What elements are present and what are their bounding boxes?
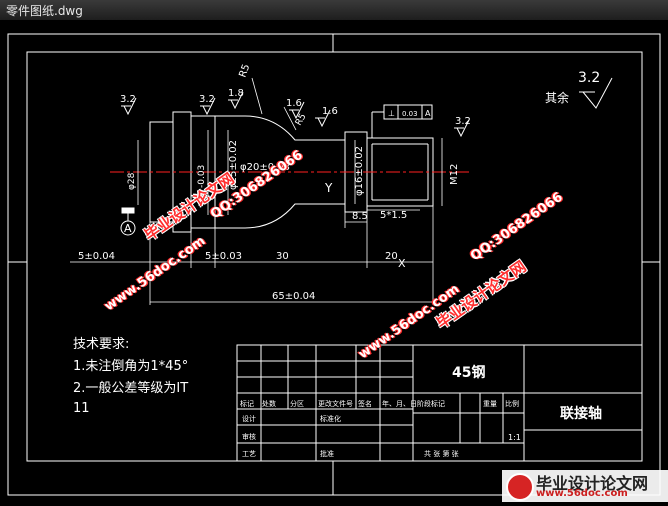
general-roughness-value: 3.2 bbox=[578, 70, 600, 86]
dim-8-5: 8.5 bbox=[352, 211, 368, 222]
datum-a-label: A bbox=[124, 222, 132, 235]
dimension-lines bbox=[70, 77, 443, 305]
tb-label-0: 标记 bbox=[240, 399, 254, 408]
r5-top: R5 bbox=[237, 63, 252, 79]
rough-label-1: 3.2 bbox=[120, 94, 136, 105]
logo-badge-icon bbox=[506, 473, 534, 501]
title-block bbox=[236, 344, 643, 462]
tb-ratio: 比例 bbox=[505, 399, 519, 408]
r5-side: R5 bbox=[294, 112, 309, 127]
datum-y-label: Y bbox=[324, 181, 333, 195]
rough-label-3: 1.8 bbox=[228, 88, 244, 99]
outer-sheet-border bbox=[7, 33, 661, 496]
material: 45钢 bbox=[452, 364, 485, 381]
tb-label-2: 分区 bbox=[290, 399, 304, 408]
tb-process: 工艺 bbox=[242, 450, 256, 458]
rough-label-5: 1.6 bbox=[322, 106, 338, 117]
tb-label-5: 年、月、日 bbox=[382, 399, 417, 408]
window-titlebar: 零件图纸.dwg bbox=[0, 0, 668, 21]
tech-title: 技术要求: bbox=[73, 337, 129, 352]
tol-symbol: ⊥ bbox=[388, 109, 395, 118]
dim-phi-16: φ16±0.02 bbox=[354, 146, 365, 196]
rough-label-6: 3.2 bbox=[455, 116, 471, 127]
part-name: 联接轴 bbox=[560, 405, 602, 422]
site-logo: 毕业设计论文网 www.56doc.com bbox=[506, 470, 664, 501]
drawing-canvas[interactable]: 3.2 3.2 1.8 1.6 1.6 3.2 3.2 其余 R5 R5 φ28… bbox=[0, 20, 668, 502]
roughness-symbols bbox=[121, 77, 613, 138]
logo-url: www.56doc.com bbox=[536, 488, 628, 499]
tb-sheet: 共 张 第 张 bbox=[424, 449, 459, 458]
window-title: 零件图纸.dwg bbox=[6, 4, 83, 18]
rough-label-4: 1.6 bbox=[286, 98, 302, 109]
dim-30: 30 bbox=[276, 251, 289, 262]
cad-drawing: 3.2 3.2 1.8 1.6 1.6 3.2 3.2 其余 R5 R5 φ28… bbox=[7, 33, 661, 496]
dim-phi-main: φ25±0.02 bbox=[228, 140, 239, 190]
dim-20: 20 bbox=[385, 251, 398, 262]
tol-value: 0.03 bbox=[402, 110, 418, 118]
dim-phi-mid: φ20±0.03 bbox=[240, 162, 290, 173]
tb-label-3: 更改文件号 bbox=[318, 399, 353, 408]
tech-line3: 11 bbox=[73, 401, 90, 416]
tech-line2: 2.一般公差等级为IT bbox=[73, 380, 188, 396]
scale: 1:1 bbox=[508, 433, 521, 442]
dim-m12: M12 bbox=[449, 164, 460, 185]
dim-5x1-5: 5*1.5 bbox=[380, 210, 407, 221]
tb-weight: 重量 bbox=[483, 400, 497, 408]
tb-approve: 批准 bbox=[320, 449, 334, 458]
tech-line1: 1.未注倒角为1*45° bbox=[73, 359, 188, 374]
general-roughness-label: 其余 bbox=[545, 90, 569, 105]
tolerance-frame bbox=[371, 104, 433, 138]
datum-x-label: X bbox=[398, 257, 406, 270]
tb-label-1: 处数 bbox=[262, 399, 276, 408]
dim-phi-left: φ28 bbox=[127, 172, 137, 190]
tb-standardize: 标准化 bbox=[320, 414, 341, 423]
tb-stage: 阶段标记 bbox=[417, 399, 445, 408]
dim-phi-left-tol: -0.03 bbox=[197, 165, 207, 188]
dim-65: 65±0.04 bbox=[272, 291, 315, 302]
tb-design: 设计 bbox=[242, 414, 256, 423]
tb-review: 审核 bbox=[242, 432, 256, 441]
tol-datum: A bbox=[425, 109, 431, 118]
dim-5-mid: 5±0.03 bbox=[205, 251, 242, 262]
logo-cn: 毕业设计论文网 bbox=[536, 474, 649, 493]
rough-label-2: 3.2 bbox=[199, 94, 215, 105]
tb-label-4: 签名 bbox=[358, 399, 372, 408]
dim-5-left: 5±0.04 bbox=[78, 251, 115, 262]
